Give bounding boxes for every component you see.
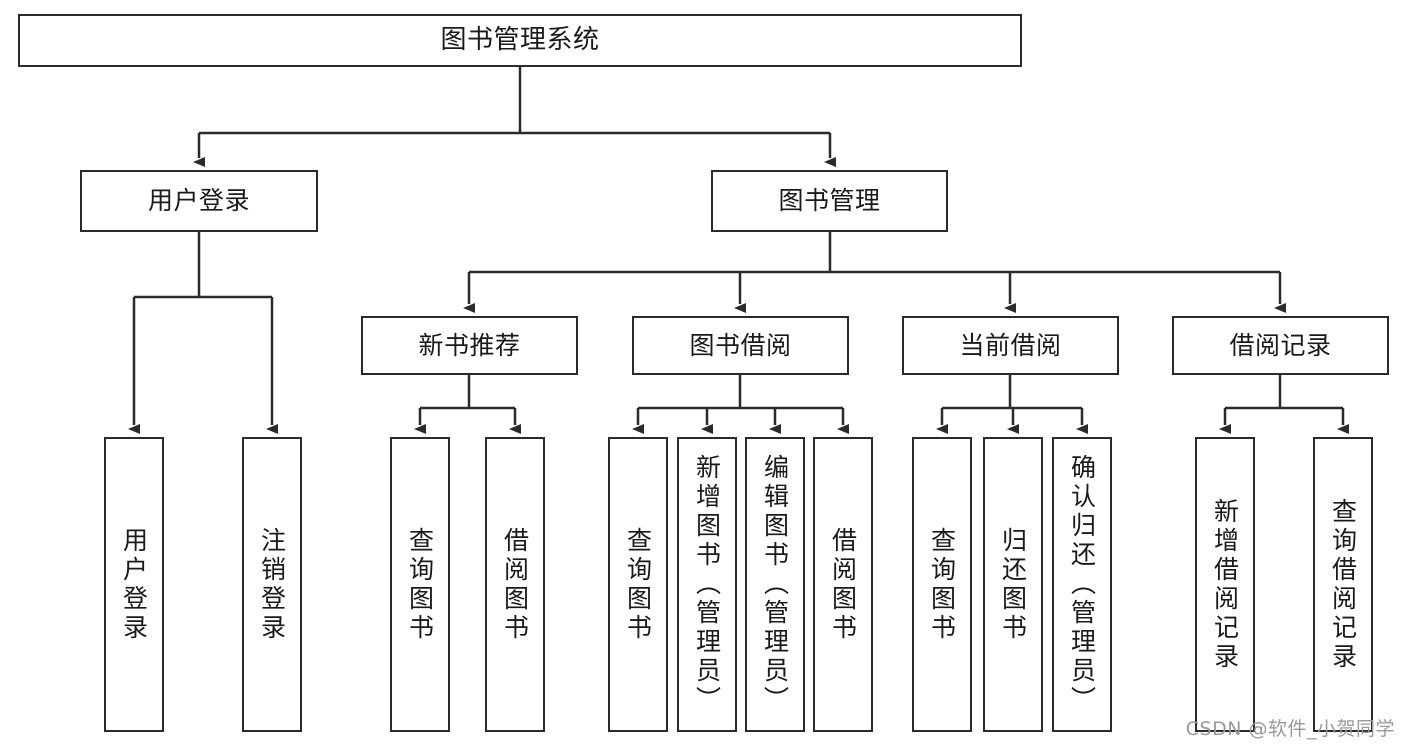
node-leaf-query-book-newrec[interactable]: 查询图书	[390, 437, 450, 732]
node-leaf-query-borrow-record[interactable]: 查询借阅记录	[1313, 437, 1373, 732]
node-label-leaf-user-login: 用户登录	[119, 526, 149, 643]
node-leaf-logout[interactable]: 注销登录	[242, 437, 302, 732]
node-leaf-user-login[interactable]: 用户登录	[104, 437, 164, 732]
node-leaf-borrow-book[interactable]: 借阅图书	[813, 437, 873, 732]
node-leaf-borrow-book-newrec[interactable]: 借阅图书	[485, 437, 545, 732]
node-book-manage[interactable]: 图书管理	[711, 170, 948, 232]
node-leaf-add-borrow-record[interactable]: 新增借阅记录	[1195, 437, 1255, 732]
node-borrow-record[interactable]: 借阅记录	[1172, 316, 1389, 375]
csdn-watermark: CSDN @软件_小贺同学	[1185, 718, 1395, 740]
node-label-leaf-add-book: 新增图书（管理员）	[692, 454, 722, 715]
node-root-system[interactable]: 图书管理系统	[18, 14, 1022, 67]
node-leaf-confirm-return[interactable]: 确认归还（管理员）	[1052, 437, 1112, 732]
node-label-user-login: 用户登录	[147, 186, 250, 215]
node-label-leaf-query-book-current: 查询图书	[927, 526, 957, 643]
node-label-leaf-query-book-borrow: 查询图书	[623, 526, 653, 643]
node-label-book-borrow: 图书借阅	[689, 330, 792, 360]
node-label-root: 图书管理系统	[440, 24, 600, 55]
node-user-login[interactable]: 用户登录	[80, 170, 318, 232]
node-label-borrow-record: 借阅记录	[1229, 330, 1332, 360]
node-current-borrow[interactable]: 当前借阅	[902, 316, 1119, 375]
node-label-leaf-borrow-book-newrec: 借阅图书	[500, 526, 530, 643]
node-leaf-return-book[interactable]: 归还图书	[983, 437, 1043, 732]
node-leaf-edit-book[interactable]: 编辑图书（管理员）	[745, 437, 805, 732]
node-label-leaf-query-borrow-record: 查询借阅记录	[1328, 497, 1358, 672]
node-label-leaf-edit-book: 编辑图书（管理员）	[760, 454, 790, 715]
node-label-leaf-borrow-book: 借阅图书	[828, 526, 858, 643]
node-label-leaf-logout: 注销登录	[257, 526, 287, 643]
node-book-borrow[interactable]: 图书借阅	[632, 316, 849, 375]
node-label-book-manage: 图书管理	[778, 186, 881, 215]
node-label-leaf-query-book-newrec: 查询图书	[405, 526, 435, 643]
node-new-book-recommend[interactable]: 新书推荐	[361, 316, 578, 375]
node-label-leaf-add-borrow-record: 新增借阅记录	[1210, 497, 1240, 672]
node-leaf-query-book-current[interactable]: 查询图书	[912, 437, 972, 732]
node-label-current-borrow: 当前借阅	[959, 330, 1062, 360]
node-leaf-add-book[interactable]: 新增图书（管理员）	[677, 437, 737, 732]
node-label-leaf-confirm-return: 确认归还（管理员）	[1067, 454, 1097, 715]
node-label-new-book-recommend: 新书推荐	[418, 330, 521, 360]
node-label-leaf-return-book: 归还图书	[998, 526, 1028, 643]
node-leaf-query-book-borrow[interactable]: 查询图书	[608, 437, 668, 732]
